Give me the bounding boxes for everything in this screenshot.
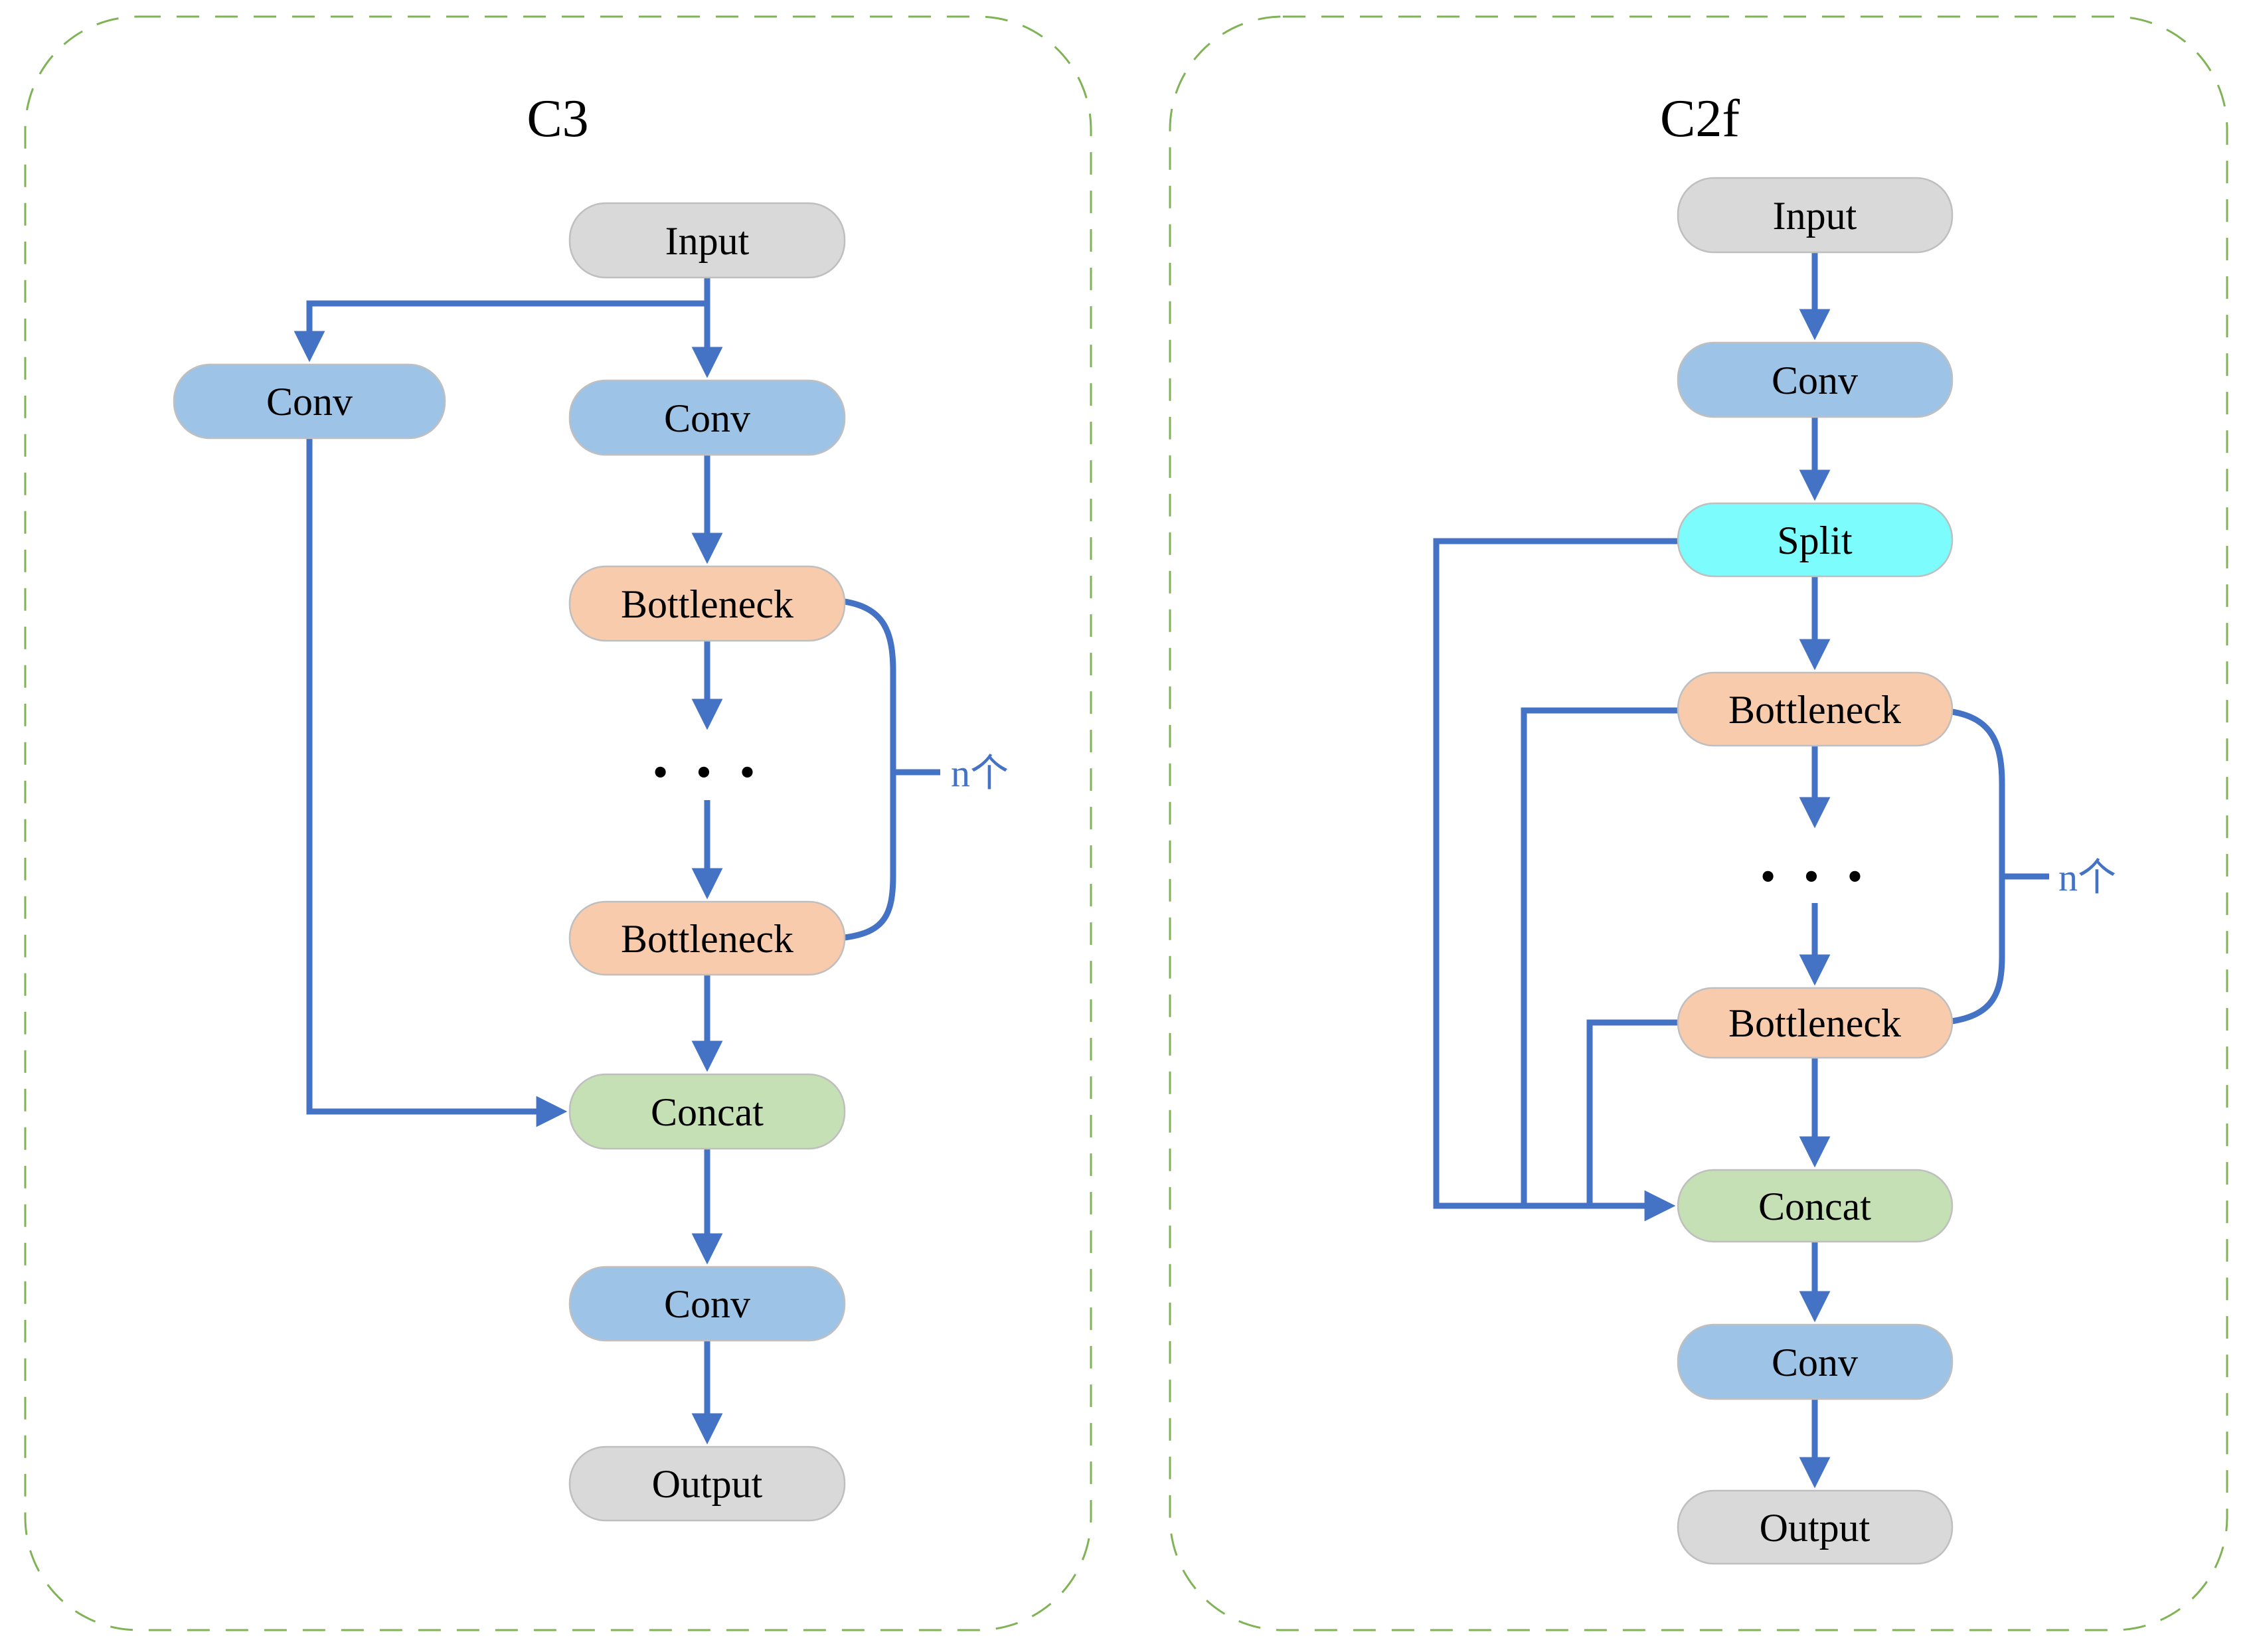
c3-conv-out-label: Conv (664, 1282, 750, 1326)
panel-c2f: C2f n个 • • • Input Conv Split (1169, 15, 2228, 1631)
c3-node-conv-main: Conv (568, 379, 846, 456)
c3-ellipsis-dots: • • • (651, 755, 764, 791)
c2f-split-box (1677, 502, 1954, 578)
c2f-concat-box (1677, 1169, 1954, 1243)
c2f-node-conv-out: Conv (1677, 1323, 1954, 1400)
c3-node-input: Input (568, 202, 846, 279)
c3-node-bottleneck-bottom: Bottleneck (568, 900, 846, 976)
c2f-output-box (1677, 1489, 1954, 1565)
c2f-node-input: Input (1677, 177, 1954, 254)
c3-node-bottleneck-top: Bottleneck (568, 565, 846, 642)
c3-n-repeat-label: n个 (951, 752, 1009, 795)
c2f-bottleneck-top-label: Bottleneck (1728, 688, 1901, 732)
c2f-panel-border (1169, 15, 2228, 1631)
c3-input-box (568, 202, 846, 279)
c2f-node-conv-in: Conv (1677, 341, 1954, 418)
c2f-bottleneck-top-box (1677, 671, 1954, 747)
c2f-split-label: Split (1777, 519, 1853, 562)
c3-output-box (568, 1446, 846, 1522)
c2f-title: C2f (1660, 90, 1740, 148)
c2f-node-bottleneck-bottom: Bottleneck (1677, 987, 1954, 1059)
c3-concat-label: Concat (651, 1090, 764, 1134)
c2f-node-bottleneck-top: Bottleneck (1677, 671, 1954, 747)
c2f-conv-in-box (1677, 341, 1954, 418)
c2f-n-repeat-label: n个 (2058, 856, 2116, 899)
c2f-n-repeat-bracket (1952, 708, 2005, 1025)
c2f-input-box (1677, 177, 1954, 254)
c3-bottleneck-bottom-label: Bottleneck (621, 917, 793, 961)
c3-output-label: Output (652, 1462, 763, 1506)
c3-node-conv-branch: Conv (173, 363, 446, 440)
c2f-conv-in-label: Conv (1772, 359, 1858, 402)
c2f-node-split: Split (1677, 502, 1954, 578)
c3-panel-border (24, 15, 1092, 1631)
c3-conv-branch-box (173, 363, 446, 440)
c3-node-conv-out: Conv (568, 1266, 846, 1342)
c3-bottleneck-top-label: Bottleneck (621, 582, 793, 626)
c2f-conv-out-box (1677, 1323, 1954, 1400)
c2f-skip-bottleneck-bottom-to-concat (1586, 1019, 1678, 1206)
c2f-output-label: Output (1760, 1506, 1871, 1550)
c3-edge-conv-branch-to-concat (306, 438, 568, 1127)
c3-conv-main-label: Conv (664, 396, 750, 440)
c3-node-output: Output (568, 1446, 846, 1522)
c2f-skip-split-to-concat (1433, 538, 1678, 1222)
c2f-skip-bottleneck-top-to-concat (1521, 707, 1678, 1206)
c3-concat-box (568, 1073, 846, 1150)
c3-node-concat: Concat (568, 1073, 846, 1150)
c2f-bottleneck-bottom-label: Bottleneck (1728, 1001, 1901, 1045)
c2f-node-output: Output (1677, 1489, 1954, 1565)
c3-conv-branch-label: Conv (266, 380, 353, 424)
c3-bottleneck-bottom-box (568, 900, 846, 976)
c3-conv-main-box (568, 379, 846, 456)
c2f-ellipsis-dots: • • • (1758, 859, 1871, 895)
c2f-input-label: Input (1773, 194, 1857, 238)
c2f-conv-out-label: Conv (1772, 1341, 1858, 1384)
c3-edge-input-to-conv-branch (293, 300, 707, 363)
c3-input-label: Input (665, 219, 750, 263)
c2f-node-concat: Concat (1677, 1169, 1954, 1243)
c3-n-repeat-bracket (844, 598, 896, 941)
panel-c3: C3 n个 • • • Input Conv Conv (24, 15, 1092, 1631)
c3-title: C3 (527, 90, 588, 148)
c2f-bottleneck-bottom-box (1677, 987, 1954, 1059)
c2f-concat-label: Concat (1758, 1185, 1871, 1228)
c3-bottleneck-top-box (568, 565, 846, 642)
c3-conv-out-box (568, 1266, 846, 1342)
